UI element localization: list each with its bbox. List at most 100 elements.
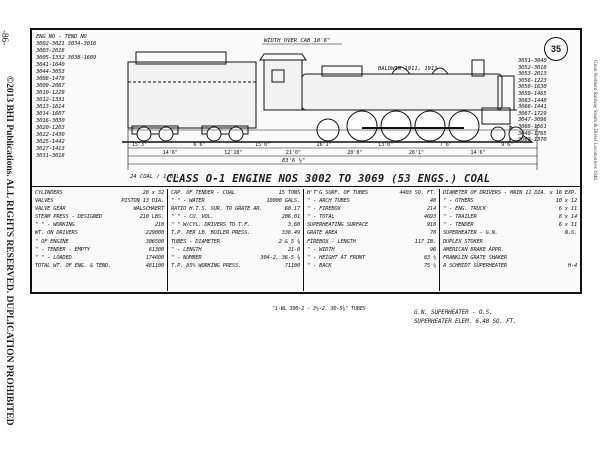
spec-row: " - ARCH TUBES 40 [307,197,436,205]
dimension-label: 15'0" [255,142,270,148]
dimension-label: 7'6" [440,142,452,148]
spec-label: " - OTHERS [443,198,474,205]
spec-value: 229000 [145,230,164,237]
spec-row: TOTAL WT. OF ENG. & TEND.481100 [35,262,164,270]
class-number-badge: 35 [544,37,568,61]
spec-label: H'T'G SURF. OF TUBES [307,190,368,196]
left-engine-number: 3014-1607 [36,111,65,117]
left-engine-number: 3016-3030 [36,118,65,124]
right-engine-number: 3052-3018 [518,64,547,71]
spec-label: TOTAL WT. OF ENG. & TEND. [35,262,112,269]
spec-value: 910 [426,222,436,229]
spec-label: " - TOTAL [307,214,335,221]
dimension-label: 13'0" [378,142,393,148]
spec-label: " - TRAILER [443,214,477,221]
left-engine-number: 3012-1331 [36,97,65,103]
spec-row: GRATE AREA 78 [307,229,436,237]
tubes-footnote: "1-WL 300-2 - 3½-2. 30-5⅜" TUBES [272,306,366,312]
left-engine-number: 3027-1413 [36,146,65,152]
dimension-label: 15'3" [132,142,147,148]
right-engine-number: 3067-1729 [518,110,547,117]
spec-value: 174600 [145,254,164,261]
dimension-label: 26'1" [317,142,332,148]
spec-row: " " W/CYL. DRIVERS TO T.F. 3.60 [171,221,300,229]
spec-label: GRATE AREA [307,230,338,237]
spec-label: SUPERHEATING SURFACE [307,222,368,229]
spec-label: " - NUMBER [171,254,202,261]
spec-value: 3.60 [287,222,300,229]
spec-label: " - TENDER [443,222,474,229]
spec-value: N.S. [564,230,577,237]
left-engine-number: 3003-2018 [36,48,65,54]
right-engine-number: 3056-1223 [518,77,547,84]
spec-label: WT. ON DRIVERS [35,230,78,237]
left-engine-number: 3013-1614 [36,104,65,110]
left-engine-number: 3031-3018 [36,153,65,159]
dimension-label: 21'0" [286,150,301,156]
spec-label: SUPERHEATER - G.N. [443,230,498,237]
spec-label: " " W/CYL. DRIVERS TO T.F. [171,222,251,229]
book-title-margin: Great Northern Railway Steam & Diesel Lo… [592,60,597,180]
tender-fuel-label: 24 COAL / 1 OIL [130,174,180,180]
spec-value: 40 [429,198,436,205]
dimension-label: 9'6" [501,142,513,148]
right-engine-number: 3063-1448 [518,97,547,104]
right-engine-number: 3068-1561 [518,123,547,130]
spec-label: " - WIDTH [307,246,335,253]
spec-label: " - ARCH TUBES [307,198,350,205]
left-engine-number: 3008-1478 [36,76,65,82]
spec-value: 78 [429,230,436,237]
left-engine-number: 3041-1640 [36,62,65,68]
spec-label: " - TENDER - EMPTY [35,246,90,253]
left-engine-number: 3025-1442 [36,139,65,145]
spec-value: 338.49 [281,230,300,237]
spec-value: 20 x 32 [142,190,165,196]
spec-label: DIAMETER OF DRIVERS - MAIN [443,190,523,196]
total-wheelbase-label: 83'6 ½" [282,157,305,164]
spec-value: 210 LBS. [139,214,165,221]
spec-row: SUPERHEATER - G.N. N.S. [443,229,577,237]
spec-label: " " - WORKING [35,222,75,229]
spec-label: DUPLEX STOKER [443,238,483,245]
left-engine-number: 3020-1203 [36,125,65,131]
spec-label: TUBES - DIAMETER [171,238,220,245]
page-number: -86- [0,30,10,45]
spec-row: T.P. 85% WORKING PRESS.71100 [171,262,300,270]
left-engine-number: 3005-1332 3038-1609 [36,55,97,61]
spec-row: SUPERHEATING SURFACE 910 [307,221,436,229]
spec-value: H-4 [567,262,577,269]
superheater-footnote: G.N. SUPERHEATER - O.S. SUPERHEATER ELEM… [414,308,517,326]
dimension-label: 14'6" [470,150,485,156]
right-engine-number: 3047-3096 [518,117,547,124]
spec-label: " OF ENGINE [35,238,69,245]
spec-label: " " - LOADED [35,254,72,261]
spec-row: " " - LOADED 174600 [35,254,164,262]
spec-row: DUPLEX STOKER [443,238,577,246]
spec-value: 75 ½ [423,262,436,269]
spec-value: PISTON 13 DIA. [121,198,164,205]
spec-value: 21-0 [287,246,300,253]
